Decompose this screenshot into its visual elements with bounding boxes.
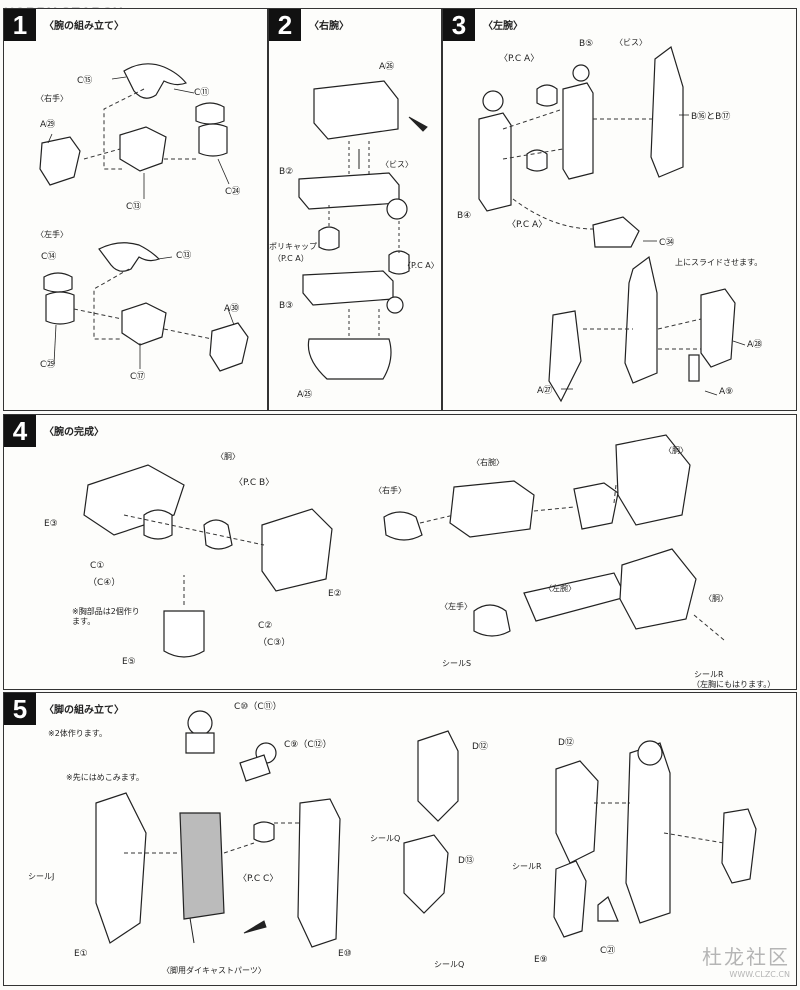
label-b2: B② [279, 167, 294, 177]
label-c11: C⑪ [194, 88, 210, 98]
label-seal-r: シールR [512, 862, 542, 871]
step-title: 〈左腕〉 [483, 21, 523, 32]
step-4-panel: 4 〈腕の完成〉 〈胴〉 〈P.C B〉 E③ C① （C④） E② [3, 414, 797, 690]
label-e10: E⑩ [338, 949, 352, 959]
label-pca-mid: 〈P.C A〉 [507, 220, 548, 230]
label-slide-note: 上にスライドさせます。 [675, 258, 763, 267]
label-c13: C⑬ [126, 202, 142, 212]
label-c21: C㉑ [600, 946, 616, 956]
label-screw: 〈ビス〉 [615, 38, 647, 47]
label-c10-c11: C⑩（C⑪） [234, 702, 282, 712]
label-screw: 〈ビス〉 [381, 160, 413, 169]
step-title: 〈腕の組み立て〉 [44, 21, 124, 32]
label-left-hand: 〈左手〉 [440, 602, 472, 611]
step-number: 2 [269, 9, 301, 41]
label-c2: C② [258, 621, 273, 631]
label-a26: A㉖ [379, 62, 395, 72]
step-number: 3 [443, 9, 475, 41]
step-number: 4 [4, 415, 36, 447]
label-b16-b17: B⑯とB⑰ [691, 112, 731, 122]
label-c13b: C⑬ [176, 251, 192, 261]
label-d12b: D⑫ [558, 738, 574, 748]
label-poly-cap: ポリキャップ [269, 242, 317, 251]
label-d13: D⑬ [458, 856, 474, 866]
label-e5: E⑤ [122, 657, 136, 667]
label-pca-top: 〈P.C A〉 [499, 54, 540, 64]
label-c17: C⑰ [130, 372, 146, 382]
label-seal-q1: シールQ [370, 834, 401, 843]
label-a9: A⑨ [719, 387, 734, 397]
label-a25: A㉕ [297, 390, 313, 400]
left-arm-diagram [478, 46, 746, 403]
step-2-panel: 2 〈右腕〉 A㉖ 〈ビス〉 B② ポリキャップ （P.C A） 〈P.C [268, 8, 442, 411]
label-pca-a: （P.C A） [273, 254, 309, 263]
label-torso2: 〈胴〉 [664, 446, 688, 455]
label-c14: C⑭ [41, 252, 57, 262]
label-die-cast: 〈脚用ダイキャストパーツ〉 [162, 966, 266, 975]
label-seal-r-note: （左胸にもはります。） [692, 680, 776, 689]
label-left-arm: 〈左腕〉 [544, 584, 576, 593]
label-b3: B③ [279, 301, 294, 311]
arm-parts-diagram [39, 63, 249, 372]
label-d12a: D⑫ [472, 742, 488, 752]
label-seal-j: シールJ [28, 872, 55, 881]
label-c34: C㉞ [659, 238, 675, 248]
label-b5: B⑤ [579, 39, 594, 49]
step-number: 1 [4, 9, 36, 41]
label-torso: 〈胴〉 [216, 452, 240, 461]
note-make-two: ※2体作ります。 [48, 729, 107, 738]
label-c25: C㉕ [40, 360, 56, 370]
label-seal-r: シールR [694, 670, 724, 679]
arm-completion-diagram [83, 434, 725, 658]
label-a30: A㉚ [224, 304, 240, 314]
label-c9-c12: C⑨（C⑫） [284, 740, 332, 750]
step-1-panel: 1 〈腕の組み立て〉 [3, 8, 268, 411]
label-right-arm: 〈右腕〉 [472, 458, 504, 467]
label-e1: E① [74, 949, 88, 959]
label-right-hand: 〈右手〉 [374, 486, 406, 495]
label-right-hand: 〈右手〉 [36, 94, 68, 103]
clzc-watermark: 杜龙社区 WWW.CLZC.CN [702, 945, 790, 979]
leg-assembly-diagram [95, 710, 757, 948]
label-a27: A㉗ [537, 386, 553, 396]
right-arm-diagram [298, 80, 428, 380]
step-title: 〈脚の組み立て〉 [44, 705, 124, 716]
label-torso3: 〈胴〉 [704, 594, 728, 603]
step-number: 5 [4, 693, 36, 725]
note-two-parts: ※胸部品は2個作ります。 [72, 607, 140, 626]
label-seal-s: シールS [442, 659, 472, 668]
label-c15: C⑮ [77, 76, 93, 86]
step-title: 〈右腕〉 [309, 21, 349, 32]
label-pca-b: 〈P.C A〉 [403, 261, 439, 270]
label-c1: C① [90, 561, 105, 571]
label-pcb: 〈P.C B〉 [234, 478, 275, 488]
note-press-fit: ※先にはめこみます。 [66, 773, 144, 782]
label-a29: A㉙ [40, 120, 56, 130]
label-e9: E⑨ [534, 955, 548, 965]
step-title: 〈腕の完成〉 [44, 427, 104, 438]
label-seal-q2: シールQ [434, 960, 465, 969]
step-5-panel: 5 〈脚の組み立て〉 [3, 692, 797, 986]
label-c4: （C④） [88, 578, 121, 588]
step-3-panel: 3 〈左腕〉 [442, 8, 797, 411]
label-e2: E② [328, 589, 342, 599]
label-a28: A㉘ [747, 340, 763, 350]
label-c3: （C③） [258, 638, 291, 648]
label-c24: C㉔ [225, 187, 241, 197]
label-b4: B④ [457, 211, 472, 221]
label-e3: E③ [44, 519, 58, 529]
label-left-hand: 〈左手〉 [36, 230, 68, 239]
label-pcc: 〈P.C C〉 [238, 874, 279, 884]
